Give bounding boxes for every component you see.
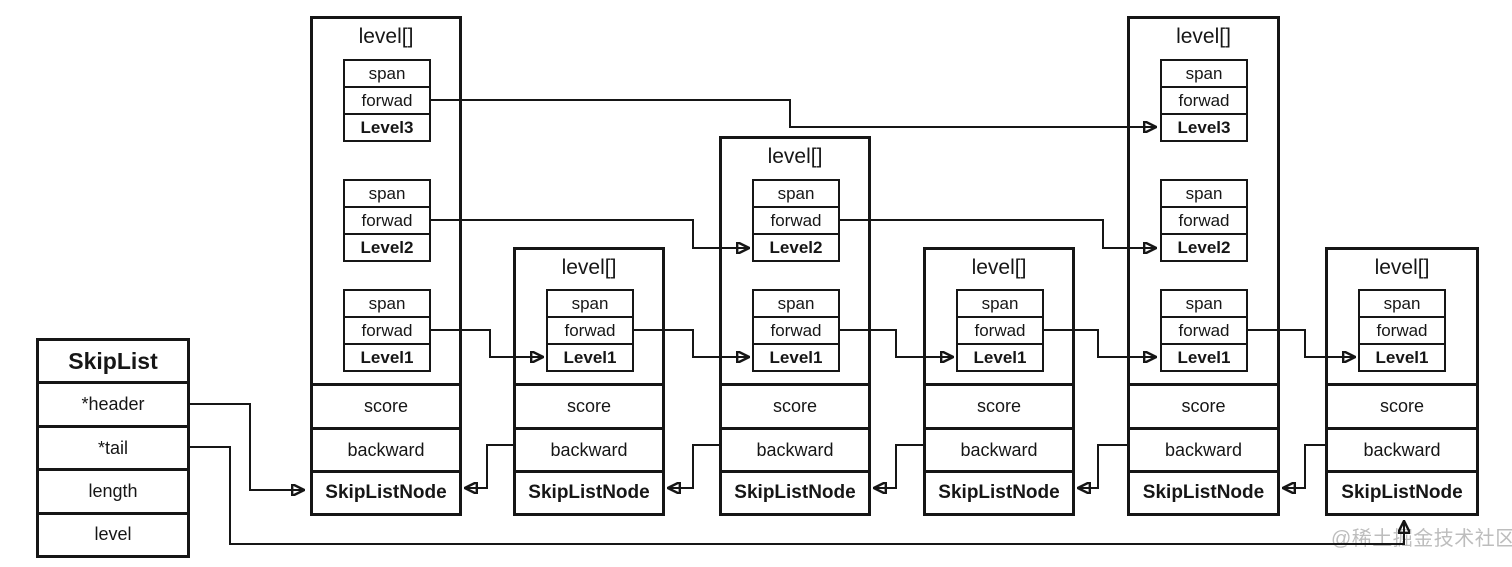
arrow-n3-backward-to-n2 [669,444,719,488]
backward-row: backward [313,427,459,470]
skiplist-node-1: level[] span forwad Level3 span forwad L… [310,16,462,516]
level-label: Level2 [754,233,838,260]
level-array-title: level[] [1176,25,1231,48]
backward-row: backward [722,427,868,470]
field-level: level [39,511,187,555]
level-entry: span forwad Level2 [1160,179,1248,262]
field-tail: *tail [39,424,187,468]
arrow-n5-backward-to-n4 [1079,444,1127,488]
level-label: Level2 [1162,233,1246,260]
level-array-title: level[] [358,25,414,48]
forward-cell: forwad [345,206,429,233]
backward-row: backward [926,427,1072,470]
skiplist-node-3: level[] span forwad Level2 span forwad L… [719,136,871,516]
span-cell: span [777,183,815,203]
level-entry: span forwad Level1 [1358,289,1446,372]
forward-cell: forwad [345,316,429,343]
level-entry: span forwad Level2 [752,179,840,262]
node-type-row: SkipListNode [926,470,1072,513]
arrow-header-to-node1 [190,403,303,490]
level-entry: span forwad Level1 [343,289,431,372]
forward-cell: forwad [1162,316,1246,343]
score-row: score [1328,383,1476,427]
node-type-row: SkipListNode [1130,470,1277,513]
forward-cell: forwad [1360,316,1444,343]
span-cell: span [571,293,609,313]
span-cell: span [981,293,1019,313]
skiplist-node-4: level[] span forwad Level1 score backwar… [923,247,1075,516]
node-type-row: SkipListNode [313,470,459,513]
span-cell: span [1185,183,1223,203]
backward-row: backward [516,427,662,470]
skiplist-node-6: level[] span forwad Level1 score backwar… [1325,247,1479,516]
skiplist-node-5: level[] span forwad Level3 span forwad L… [1127,16,1280,516]
level-label: Level1 [1162,343,1246,370]
node-type-row: SkipListNode [722,470,868,513]
level-array-title: level[] [767,145,823,168]
skiplist-node-2: level[] span forwad Level1 score backwar… [513,247,665,516]
span-cell: span [777,293,815,313]
score-row: score [1130,383,1277,427]
forward-cell: forwad [754,206,838,233]
level-entry: span forwad Level1 [956,289,1044,372]
node-type-row: SkipListNode [516,470,662,513]
forward-cell: forwad [548,316,632,343]
level-label: Level3 [1162,113,1246,140]
level-entry: span forwad Level1 [752,289,840,372]
level-label: Level3 [345,113,429,140]
score-row: score [516,383,662,427]
field-header: *header [39,381,187,424]
level-entry: span forwad Level3 [1160,59,1248,142]
skiplist-struct: SkipList *header *tail length level [36,338,190,558]
arrow-n2-backward-to-n1 [466,444,513,488]
field-length: length [39,468,187,511]
arrow-n1-level3-to-n5-level3 [431,99,1155,127]
forward-cell: forwad [1162,86,1246,113]
level-entry: span forwad Level1 [1160,289,1248,372]
backward-row: backward [1130,427,1277,470]
watermark-text: @稀土掘金技术社区 [1331,528,1512,550]
score-row: score [722,383,868,427]
span-cell: span [368,293,406,313]
level-array-title: level[] [971,256,1027,279]
backward-row: backward [1328,427,1476,470]
score-row: score [926,383,1072,427]
level-label: Level1 [548,343,632,370]
forward-cell: forwad [754,316,838,343]
forward-cell: forwad [1162,206,1246,233]
span-cell: span [1383,293,1421,313]
level-array-title: level[] [1374,256,1430,279]
arrow-n3-level2-to-n5-level2 [840,219,1155,248]
arrow-n4-backward-to-n3 [875,444,923,488]
level-label: Level1 [754,343,838,370]
level-label: Level1 [345,343,429,370]
node-type-row: SkipListNode [1328,470,1476,513]
skiplist-title: SkipList [68,347,158,374]
level-entry: span forwad Level1 [546,289,634,372]
level-entry: span forwad Level3 [343,59,431,142]
span-cell: span [1185,293,1223,313]
arrow-n6-backward-to-n5 [1284,444,1325,488]
arrow-n1-level2-to-n3-level2 [431,219,748,248]
level-array-title: level[] [561,256,617,279]
level-entry: span forwad Level2 [343,179,431,262]
forward-cell: forwad [345,86,429,113]
span-cell: span [1185,63,1223,83]
span-cell: span [368,63,406,83]
forward-cell: forwad [958,316,1042,343]
level-label: Level1 [1360,343,1444,370]
score-row: score [313,383,459,427]
span-cell: span [368,183,406,203]
level-label: Level1 [958,343,1042,370]
level-label: Level2 [345,233,429,260]
